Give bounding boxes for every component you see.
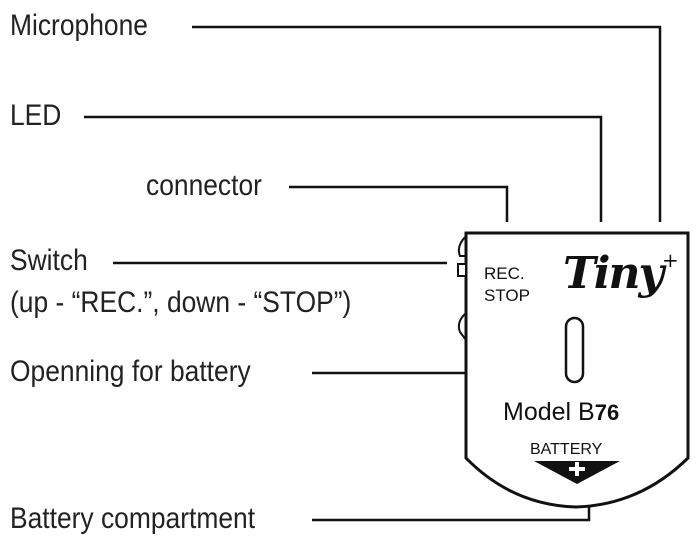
battery-label: BATTERY (530, 441, 603, 458)
leader-line-connector (289, 185, 509, 222)
switch-bump-top (457, 235, 467, 257)
brand-name: Tiny (563, 248, 664, 299)
battery-plus-v (575, 462, 579, 476)
leader-line-battery-compartment (312, 505, 591, 522)
device-stop-label: STOP (484, 286, 530, 305)
model-number: 76 (594, 400, 620, 425)
label-battery-compartment: Battery compartment (10, 502, 256, 535)
label-switch: Switch (10, 244, 88, 277)
label-connector: connector (146, 169, 262, 202)
switch-knob (457, 263, 467, 277)
switch-bump-bottom (457, 312, 467, 341)
model-prefix: Model B (503, 398, 595, 426)
brand-suffix: + (662, 248, 679, 272)
device-model: Model B76 (503, 398, 619, 427)
brand-logo: Tiny+ (563, 248, 679, 299)
battery-opening-slot (564, 316, 585, 384)
label-microphone: Microphone (10, 9, 148, 42)
leader-line-microphone (192, 25, 662, 222)
label-switch-note: (up - “REC.”, down - “STOP”) (10, 286, 352, 319)
label-led: LED (10, 99, 62, 132)
device-rec-label: REC. (484, 264, 525, 283)
leader-line-led (84, 115, 603, 222)
label-battery-opening: Openning for battery (10, 355, 251, 388)
